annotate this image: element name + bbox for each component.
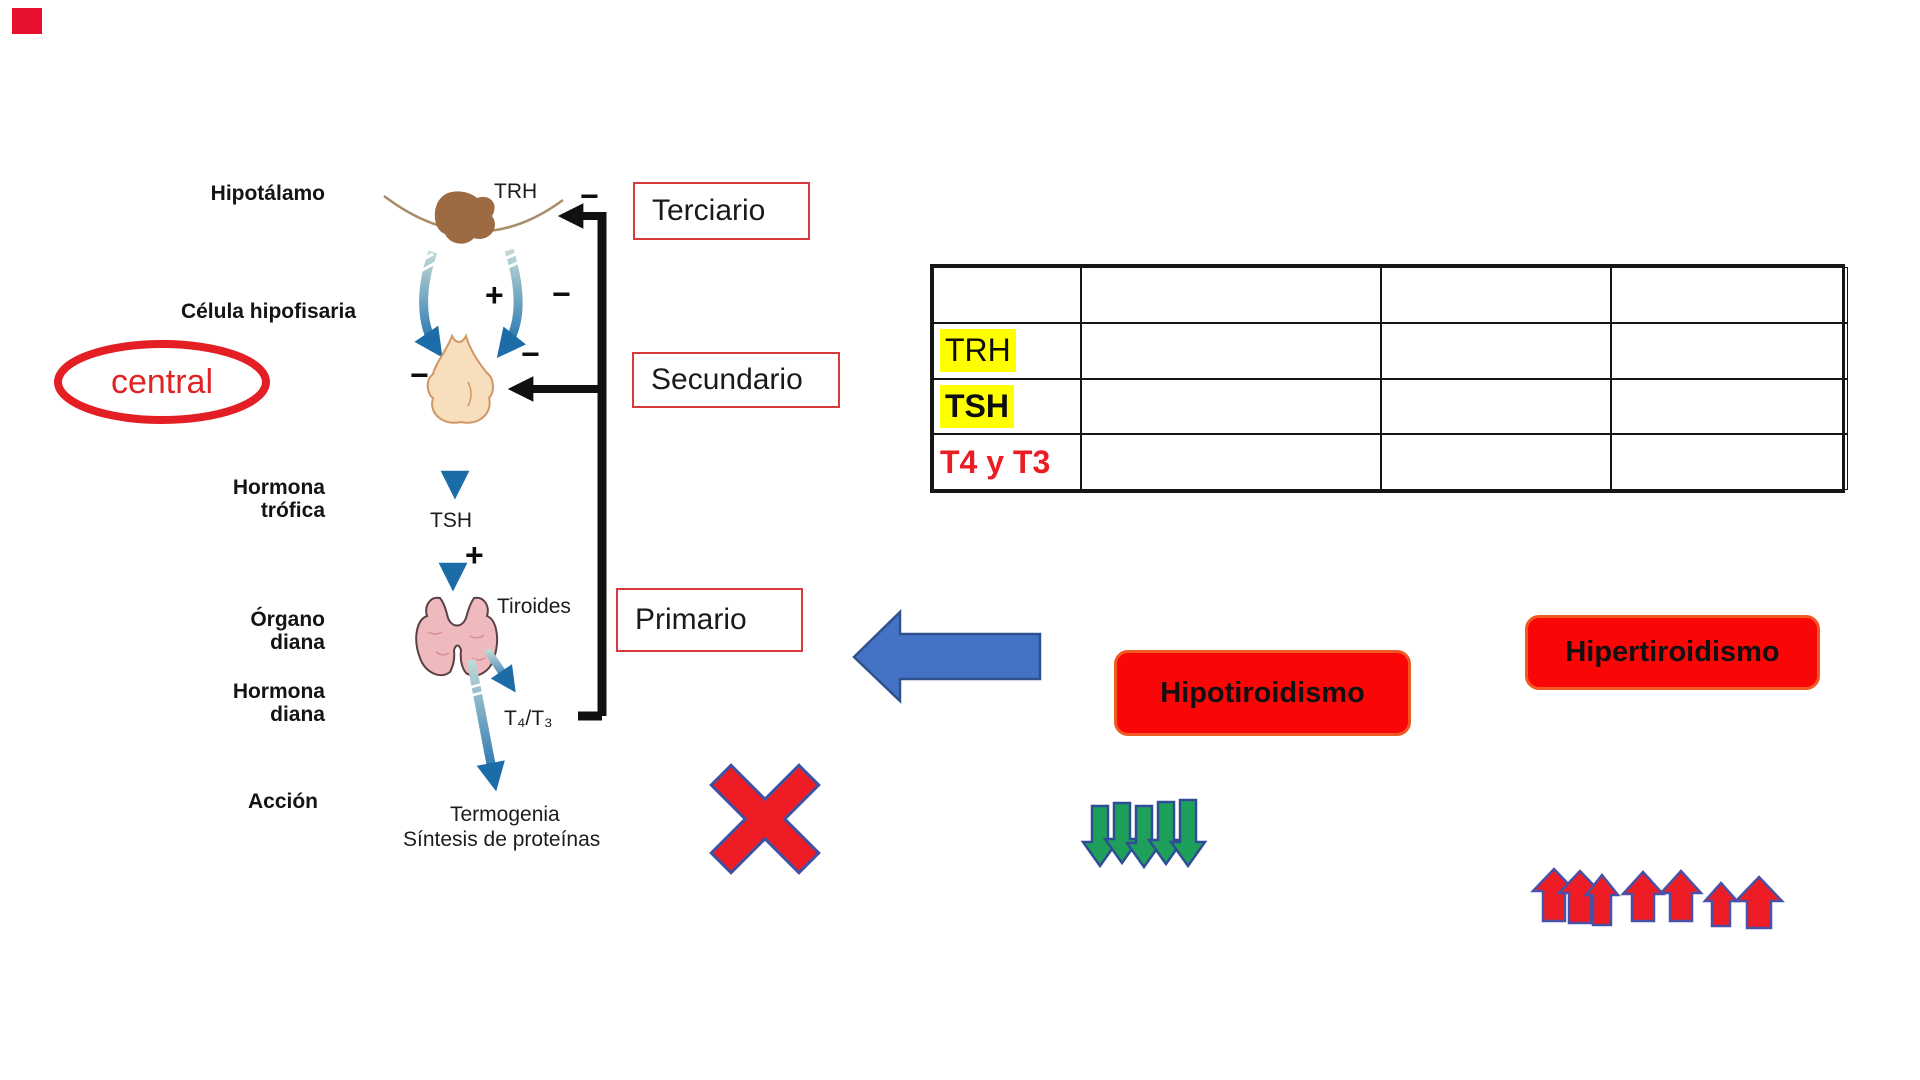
tsh-label: TSH bbox=[430, 509, 472, 532]
hyperthyroidism-callout: Hipertiroidismo bbox=[1525, 615, 1820, 690]
row-label-target-organ: Órgano diana bbox=[165, 608, 325, 654]
tsh-highlight: TSH bbox=[940, 384, 1014, 428]
tertiary-feedback-box: Terciario bbox=[633, 182, 810, 240]
plus-sign-trh: + bbox=[485, 277, 504, 313]
action-arrow bbox=[466, 659, 505, 792]
secondary-feedback-box: Secundario bbox=[632, 352, 840, 408]
trh-label: TRH bbox=[494, 180, 538, 203]
effect-protein-synthesis-label: Síntesis de proteínas bbox=[403, 828, 601, 851]
trh-descending-arrows bbox=[414, 248, 527, 359]
thyroid-gland bbox=[415, 596, 499, 677]
t4t3-red-label: T4 y T3 bbox=[940, 443, 1051, 480]
table-row-label-tsh: TSH bbox=[933, 378, 1081, 435]
row-label-trophic-hormone-line1: Hormona bbox=[232, 476, 325, 499]
blue-left-arrow bbox=[852, 609, 1042, 704]
table-header-cell bbox=[1611, 267, 1848, 323]
table-row-label-t4t3: T4 y T3 bbox=[933, 434, 1081, 490]
minus-sign-pituitary-left: − bbox=[410, 357, 429, 393]
central-annotation-text: central bbox=[110, 363, 214, 401]
row-label-target-hormone-line2: diana bbox=[270, 703, 325, 726]
red-x-mark bbox=[709, 763, 821, 875]
table-row-label-trh: TRH bbox=[933, 322, 1081, 379]
table-cell bbox=[1611, 378, 1848, 435]
table-header-cell bbox=[1081, 267, 1381, 323]
row-label-pituitary-cell: Célula hipofisaria bbox=[180, 300, 356, 323]
table-cell bbox=[1611, 322, 1848, 379]
t4-t3-label: T₄/T₃ bbox=[504, 707, 553, 730]
row-label-target-hormone-line1: Hormona bbox=[232, 680, 325, 703]
row-label-action: Acción bbox=[247, 790, 318, 813]
table-header-cell bbox=[1381, 267, 1611, 323]
feedback-bracket bbox=[507, 203, 607, 721]
row-label-target-organ-line2: diana bbox=[270, 631, 325, 654]
row-label-trophic-hormone-line2: trófica bbox=[260, 499, 325, 522]
primary-feedback-box: Primario bbox=[616, 588, 803, 652]
tsh-arrow-upper bbox=[440, 424, 470, 500]
table-cell bbox=[1381, 434, 1611, 490]
table-cell bbox=[1381, 378, 1611, 435]
minus-sign-pituitary-right: − bbox=[521, 336, 540, 372]
table-cell bbox=[1081, 322, 1381, 379]
pituitary-gland bbox=[426, 333, 494, 424]
minus-sign-hypothalamus: − bbox=[580, 178, 599, 214]
t4t3-arrow bbox=[483, 647, 516, 693]
tsh-arrow-lower bbox=[438, 540, 468, 592]
slide-corner-marker bbox=[12, 8, 42, 34]
hypothyroidism-callout: Hipotiroidismo bbox=[1114, 650, 1411, 736]
table-header-cell bbox=[933, 267, 1081, 323]
table-cell bbox=[1381, 322, 1611, 379]
thyroid-label: Tiroides bbox=[497, 595, 571, 618]
red-up-arrows bbox=[1530, 867, 1785, 930]
minus-sign-mid-feedback: − bbox=[552, 276, 571, 312]
table-cell bbox=[1611, 434, 1848, 490]
row-label-trophic-hormone: Hormona trófica bbox=[165, 476, 325, 522]
table-cell bbox=[1081, 434, 1381, 490]
green-down-arrows bbox=[1080, 798, 1208, 870]
plus-sign-tsh: + bbox=[465, 537, 484, 573]
central-circle-annotation bbox=[54, 340, 270, 424]
hypothalamus-blob bbox=[434, 191, 495, 244]
hormone-comparison-table: TRH TSH T4 y T3 bbox=[930, 264, 1848, 493]
trh-highlight: TRH bbox=[940, 329, 1016, 373]
row-label-target-hormone: Hormona diana bbox=[165, 680, 325, 726]
effect-thermogenesis-label: Termogenia bbox=[450, 803, 560, 826]
row-label-hypothalamus: Hipotálamo bbox=[210, 182, 325, 205]
row-label-target-organ-line1: Órgano bbox=[250, 608, 325, 631]
table-cell bbox=[1081, 378, 1381, 435]
